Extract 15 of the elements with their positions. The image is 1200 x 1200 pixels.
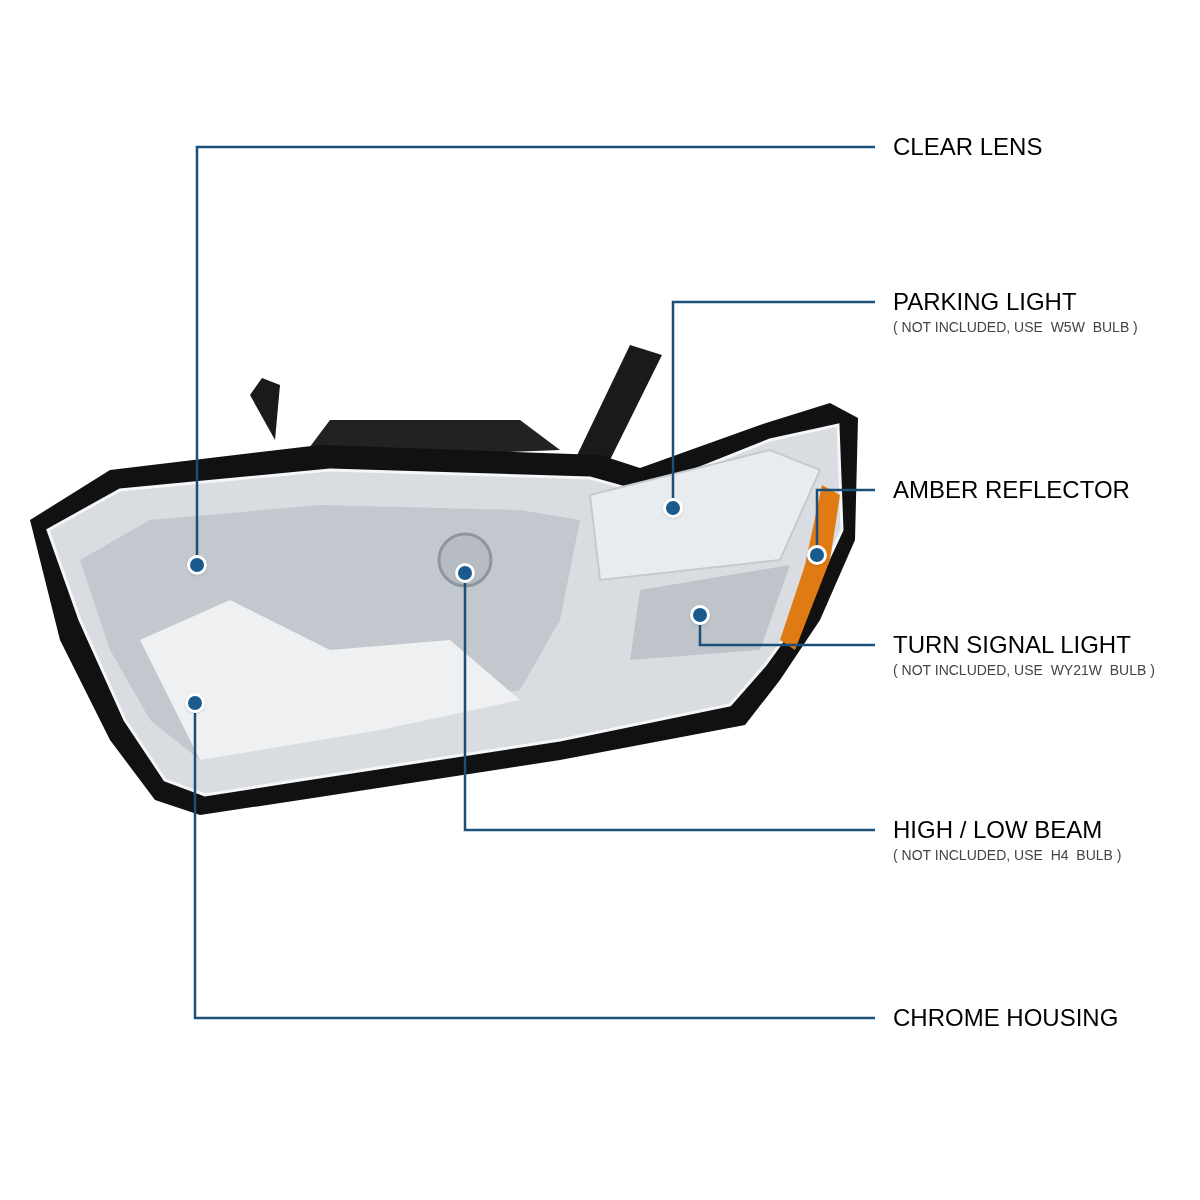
part-label: TURN SIGNAL LIGHT	[893, 630, 1132, 660]
leader-line	[815, 488, 875, 545]
bulb-note: ( NOT INCLUDED, USE WY21W BULB )	[893, 661, 1155, 679]
part-label: CLEAR LENS	[893, 132, 1043, 162]
leader-line	[195, 145, 875, 555]
bulb-note: ( NOT INCLUDED, USE W5W BULB )	[893, 318, 1138, 336]
leader-line	[463, 583, 875, 832]
part-label: CHROME HOUSING	[893, 1003, 1119, 1033]
part-label: AMBER REFLECTOR	[893, 475, 1130, 505]
part-label: HIGH / LOW BEAM	[893, 815, 1104, 845]
bulb-note: ( NOT INCLUDED, USE H4 BULB )	[893, 846, 1122, 864]
leader-line	[193, 713, 875, 1020]
leader-line	[671, 300, 875, 498]
part-label: PARKING LIGHT	[893, 287, 1078, 317]
leader-line	[698, 625, 875, 647]
